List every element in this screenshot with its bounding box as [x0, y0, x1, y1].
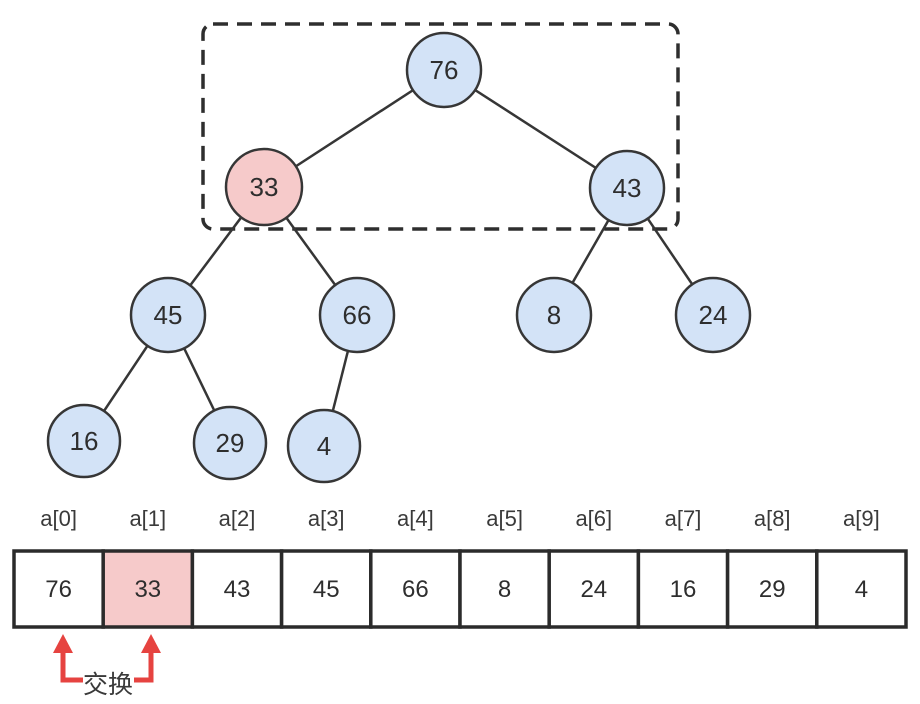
array-index-label-0: a[0] — [40, 506, 77, 531]
array-cell-value-2: 43 — [224, 576, 251, 603]
tree-node-value-8: 8 — [547, 300, 561, 330]
array-cell-9 — [815, 549, 908, 629]
tree-node-value-16: 16 — [70, 426, 99, 456]
tree-node-value-29: 29 — [216, 428, 245, 458]
array-index-labels: a[0] a[1] a[2] a[3] a[4] a[5] a[6] a[7] … — [40, 506, 880, 531]
array-cell-value-1: 33 — [134, 576, 161, 603]
array-cell-1-highlighted — [101, 549, 195, 629]
array-index-label-1: a[1] — [129, 506, 166, 531]
swap-arrow-left-head — [53, 634, 73, 653]
array-cell-2 — [190, 549, 284, 629]
tree-node-value-24: 24 — [699, 300, 728, 330]
array-cell-value-7: 16 — [670, 576, 697, 603]
array-cell-value-3: 45 — [313, 576, 340, 603]
tree-node-33-highlighted — [224, 147, 304, 227]
swap-arrow-left — [60, 651, 83, 683]
tree-node-8 — [515, 276, 593, 354]
array-cell-value-4: 66 — [402, 576, 429, 603]
tree-node-value-4: 4 — [317, 431, 331, 461]
swap-label: 交换 — [83, 671, 133, 699]
tree-node-value-45: 45 — [154, 300, 183, 330]
swap-arrow-right — [134, 651, 154, 683]
array-cell-8 — [725, 549, 819, 629]
array-index-label-2: a[2] — [219, 506, 256, 531]
swap-annotation: 交换 — [53, 634, 161, 699]
tree-node-24 — [674, 276, 752, 354]
array-index-label-5: a[5] — [486, 506, 523, 531]
array-cells: 76 33 43 45 66 8 24 16 29 4 — [12, 549, 908, 629]
array-cell-4 — [369, 549, 462, 629]
array-cell-value-9: 4 — [855, 576, 868, 603]
tree-node-4 — [286, 408, 362, 484]
array-cell-value-8: 29 — [759, 576, 786, 603]
tree-node-29 — [192, 405, 268, 481]
swap-arrow-right-head — [141, 634, 161, 653]
array-cell-7 — [636, 549, 730, 629]
array-index-label-4: a[4] — [397, 506, 434, 531]
array-index-label-3: a[3] — [308, 506, 345, 531]
array-cell-5 — [458, 549, 551, 629]
tree-node-76 — [405, 31, 483, 109]
array-index-label-6: a[6] — [575, 506, 612, 531]
array-index-label-8: a[8] — [754, 506, 791, 531]
array-cell-value-0: 76 — [45, 576, 72, 603]
tree-edges — [82, 68, 715, 447]
dashed-region-outline — [201, 22, 680, 231]
tree-node-16 — [46, 403, 122, 479]
array-index-label-7: a[7] — [665, 506, 702, 531]
array-index-label-9: a[9] — [843, 506, 880, 531]
array-cell-6 — [547, 549, 641, 629]
tree-node-value-66: 66 — [343, 300, 372, 330]
tree-node-45 — [129, 276, 207, 354]
tree-node-value-76: 76 — [430, 55, 459, 85]
tree-node-value-43: 43 — [613, 173, 642, 203]
array-cell-value-6: 24 — [580, 576, 607, 603]
tree-node-66 — [318, 276, 396, 354]
array-cell-value-5: 8 — [498, 576, 511, 603]
tree-node-43 — [588, 149, 666, 227]
tree-nodes: 76 33 43 45 66 8 24 16 29 4 — [46, 31, 752, 484]
tree-node-value-33: 33 — [250, 172, 279, 202]
